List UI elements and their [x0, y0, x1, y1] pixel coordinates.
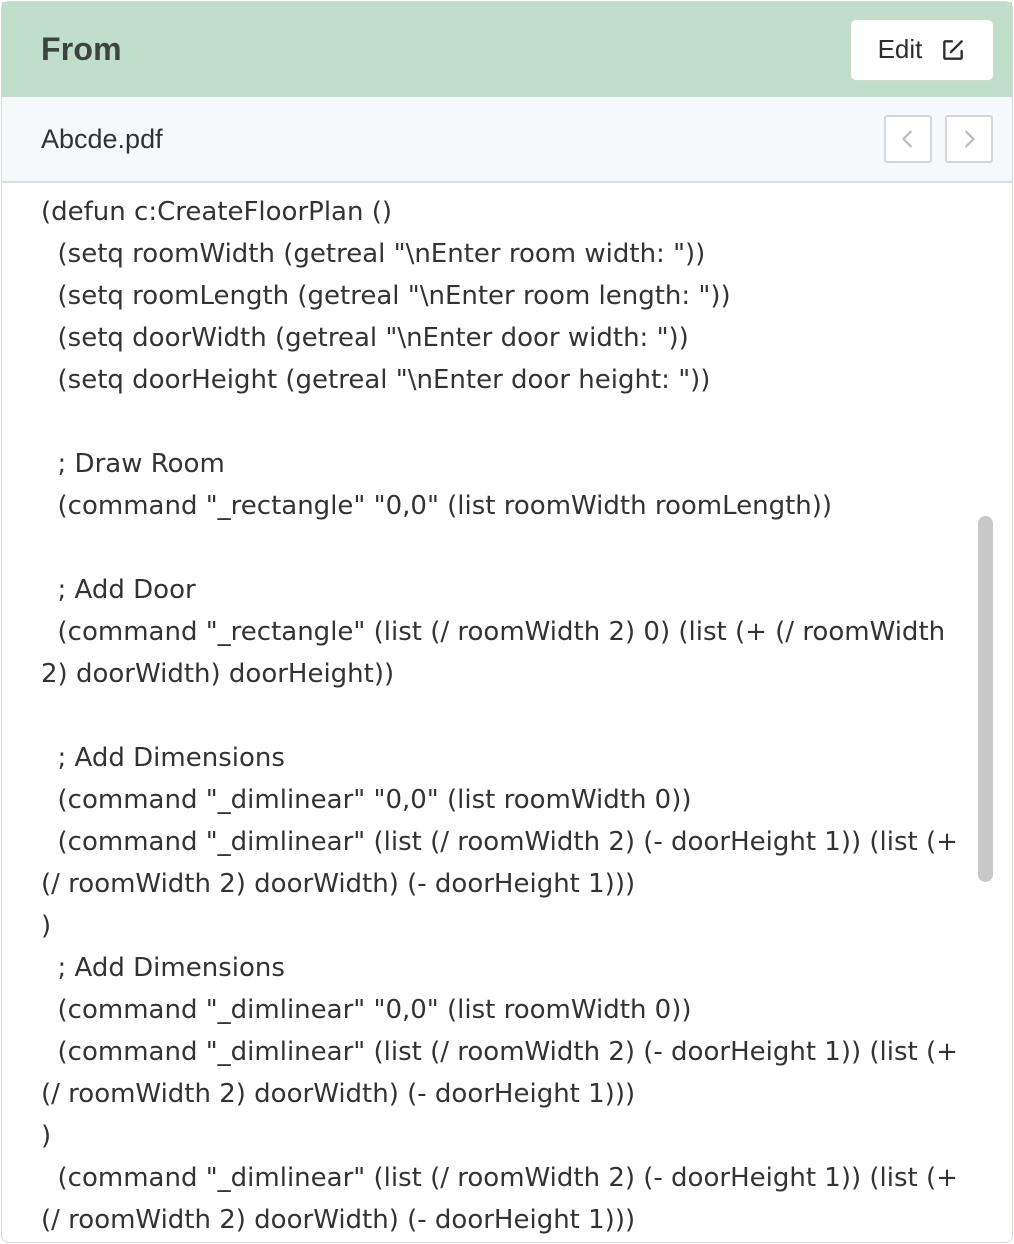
- card-header: From Edit: [2, 2, 1012, 97]
- code-line: [41, 695, 962, 737]
- code-line: (command "_dimlinear" (list (/ roomWidth…: [41, 1163, 967, 1235]
- edit-button[interactable]: Edit: [850, 18, 994, 81]
- file-name: Abcde.pdf: [41, 123, 163, 154]
- edit-square-icon: [943, 39, 964, 60]
- code-line: (setq roomWidth (getreal "\nEnter room w…: [41, 239, 706, 269]
- code-line: (setq roomLength (getreal "\nEnter room …: [41, 281, 731, 311]
- code-line: (command "_dimlinear" "0,0" (list roomWi…: [41, 995, 692, 1025]
- code-line: (command "_dimlinear" "0,0" (list roomWi…: [41, 785, 692, 815]
- code-line: (command "_dimlinear" (list (/ roomWidth…: [41, 1037, 967, 1109]
- code-line: ): [41, 911, 52, 941]
- code-line: [41, 401, 962, 443]
- code-line: ; Add Dimensions: [41, 743, 285, 773]
- code-line: ): [41, 1121, 52, 1151]
- code-line: (command "_dimlinear" (list (/ roomWidth…: [41, 827, 967, 899]
- code-line: ; Add Dimensions: [41, 953, 285, 983]
- code-block: (defun c:CreateFloorPlan () (setq roomWi…: [41, 191, 962, 1241]
- edit-button-label: Edit: [877, 34, 923, 64]
- chevron-right-icon: [965, 130, 975, 148]
- previous-button[interactable]: [884, 115, 932, 163]
- code-viewer[interactable]: (defun c:CreateFloorPlan () (setq roomWi…: [2, 183, 1012, 1235]
- chevron-left-icon: [902, 130, 912, 148]
- code-line: (command "_rectangle" "0,0" (list roomWi…: [41, 491, 833, 521]
- file-navigation: [884, 115, 993, 163]
- file-bar: Abcde.pdf: [2, 97, 1012, 183]
- code-line: (command "_rectangle" (list (/ roomWidth…: [41, 617, 954, 689]
- next-button[interactable]: [945, 115, 993, 163]
- code-line: (setq doorWidth (getreal "\nEnter door w…: [41, 323, 689, 353]
- card-title: From: [41, 31, 122, 67]
- vertical-scrollbar[interactable]: [978, 516, 993, 882]
- code-line: ; Add Door: [41, 575, 196, 605]
- code-line: (defun c:CreateFloorPlan (): [41, 197, 393, 227]
- code-line: ; Draw Room: [41, 449, 225, 479]
- code-line: [41, 527, 962, 569]
- code-line: (setq doorHeight (getreal "\nEnter door …: [41, 365, 711, 395]
